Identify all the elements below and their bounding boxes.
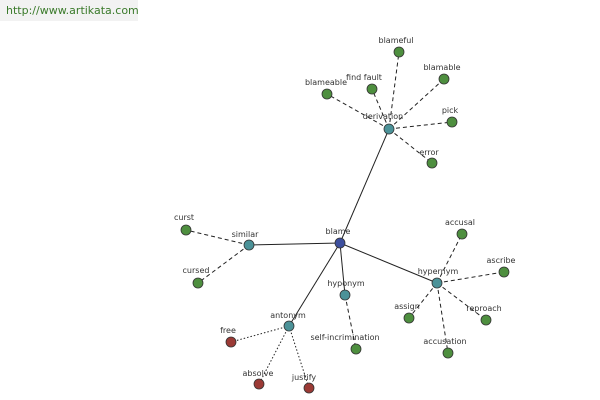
word-node-ascribe[interactable] xyxy=(498,266,510,278)
relation-label-hyponym[interactable]: hyponym xyxy=(327,279,365,288)
edge-derivation-pick xyxy=(388,121,453,130)
relation-label-antonym[interactable]: antonym xyxy=(270,311,306,320)
edge-blame-hypernym xyxy=(339,242,438,284)
word-node-assign[interactable] xyxy=(403,312,415,324)
edge-hypernym-assign xyxy=(408,282,438,319)
word-node-accusation[interactable] xyxy=(442,347,454,359)
relation-node-derivation[interactable] xyxy=(383,123,395,135)
word-node-free[interactable] xyxy=(225,336,237,348)
word-label-justify[interactable]: justify xyxy=(291,373,316,382)
word-node-pick[interactable] xyxy=(446,116,458,128)
edge-similar-curst xyxy=(185,229,250,246)
edge-hypernym-reproach xyxy=(436,282,487,321)
edge-derivation-blamable xyxy=(388,78,445,130)
edge-derivation-error xyxy=(388,128,433,164)
edge-antonym-absolve xyxy=(258,325,290,385)
word-label-curst[interactable]: curst xyxy=(174,213,194,222)
word-node-accusal[interactable] xyxy=(456,228,468,240)
word-label-ascribe[interactable]: ascribe xyxy=(487,256,516,265)
word-node-blameful[interactable] xyxy=(393,46,405,58)
edge-blame-antonym xyxy=(288,242,341,327)
word-label-absolve[interactable]: absolve xyxy=(243,369,274,378)
edge-similar-cursed xyxy=(197,244,250,284)
word-node-error[interactable] xyxy=(426,157,438,169)
relation-node-similar[interactable] xyxy=(243,239,255,251)
word-node-absolve[interactable] xyxy=(253,378,265,390)
center-label-blame[interactable]: blame xyxy=(326,227,351,236)
word-node-reproach[interactable] xyxy=(480,314,492,326)
relation-node-hypernym[interactable] xyxy=(431,277,443,289)
word-node-curst[interactable] xyxy=(180,224,192,236)
edge-blame-derivation xyxy=(339,128,390,244)
center-node-blame[interactable] xyxy=(334,237,346,249)
edge-derivation-find-fault xyxy=(371,88,390,130)
word-label-find-fault[interactable]: find fault xyxy=(346,73,382,82)
word-label-assign[interactable]: assign xyxy=(394,302,420,311)
word-label-free[interactable]: free xyxy=(220,326,236,335)
edge-antonym-justify xyxy=(288,325,310,389)
relation-node-antonym[interactable] xyxy=(283,320,295,332)
word-label-reproach[interactable]: reproach xyxy=(466,304,502,313)
edge-hypernym-accusation xyxy=(436,282,449,354)
edge-hyponym-self-incrimination xyxy=(344,294,357,350)
edge-hypernym-ascribe xyxy=(436,271,505,284)
graph-nodes xyxy=(180,46,510,394)
word-label-error[interactable]: error xyxy=(419,148,439,157)
edge-antonym-free xyxy=(230,325,290,343)
word-label-cursed[interactable]: cursed xyxy=(183,266,210,275)
graph-edges xyxy=(185,51,505,389)
edge-derivation-blameable xyxy=(326,93,390,130)
relation-label-hypernym[interactable]: hypernym xyxy=(418,267,459,276)
word-label-pick[interactable]: pick xyxy=(442,106,459,115)
word-node-justify[interactable] xyxy=(303,382,315,394)
word-node-blameable[interactable] xyxy=(321,88,333,100)
word-node-self-incrimination[interactable] xyxy=(350,343,362,355)
relation-label-derivation[interactable]: derivation xyxy=(363,112,403,121)
edge-hypernym-accusal xyxy=(436,233,463,284)
edge-derivation-blameful xyxy=(388,51,400,130)
word-label-blameful[interactable]: blameful xyxy=(378,36,413,45)
site-url-badge[interactable]: http://www.artikata.com xyxy=(0,0,139,21)
word-label-blameable[interactable]: blameable xyxy=(305,78,347,87)
word-node-find-fault[interactable] xyxy=(366,83,378,95)
word-label-accusal[interactable]: accusal xyxy=(445,218,475,227)
edge-blame-similar xyxy=(248,242,341,246)
relation-node-hyponym[interactable] xyxy=(339,289,351,301)
relation-label-similar[interactable]: similar xyxy=(232,230,260,239)
word-node-cursed[interactable] xyxy=(192,277,204,289)
word-node-blamable[interactable] xyxy=(438,73,450,85)
edge-blame-hyponym xyxy=(339,242,346,296)
word-label-self-incrimination[interactable]: self-incrimination xyxy=(310,333,379,342)
word-label-accusation[interactable]: accusation xyxy=(423,337,466,346)
word-label-blamable[interactable]: blamable xyxy=(423,63,460,72)
